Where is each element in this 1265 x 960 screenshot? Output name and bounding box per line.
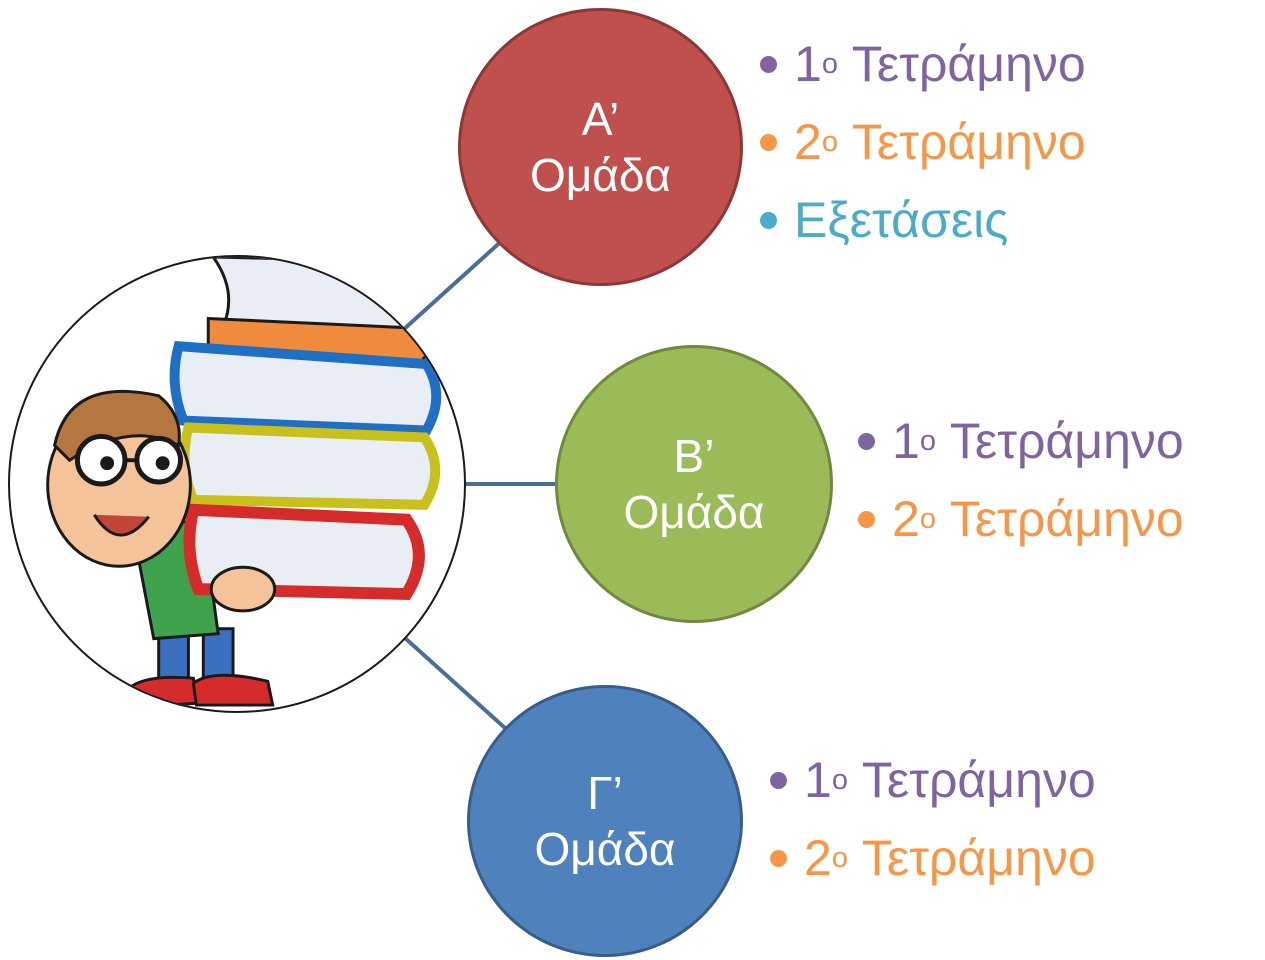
bullet-icon — [770, 771, 787, 789]
group-a-circle: Α’ Ομάδα — [458, 8, 743, 286]
group-a-title: Α’ — [581, 92, 620, 145]
bullet-icon — [760, 55, 777, 73]
group-a-subtitle: Ομάδα — [529, 149, 672, 201]
boy-with-books-image — [46, 257, 442, 710]
bullet-icon — [858, 432, 875, 450]
hub-illustration — [8, 255, 466, 713]
list-item: Εξετάσεις — [760, 181, 1086, 259]
bullet-icon — [760, 133, 777, 151]
group-c-title: Γ’ — [587, 766, 623, 819]
group-c-circle: Γ’ Ομάδα — [467, 685, 743, 957]
bullet-icon — [760, 211, 777, 229]
bullet-icon — [858, 510, 875, 528]
group-b-subtitle: Ομάδα — [623, 486, 765, 538]
group-c-subtitle: Ομάδα — [534, 823, 676, 875]
bullet-icon — [770, 849, 787, 867]
group-b-title: Β’ — [673, 429, 715, 482]
group-b-circle: Β’ Ομάδα — [555, 345, 833, 623]
